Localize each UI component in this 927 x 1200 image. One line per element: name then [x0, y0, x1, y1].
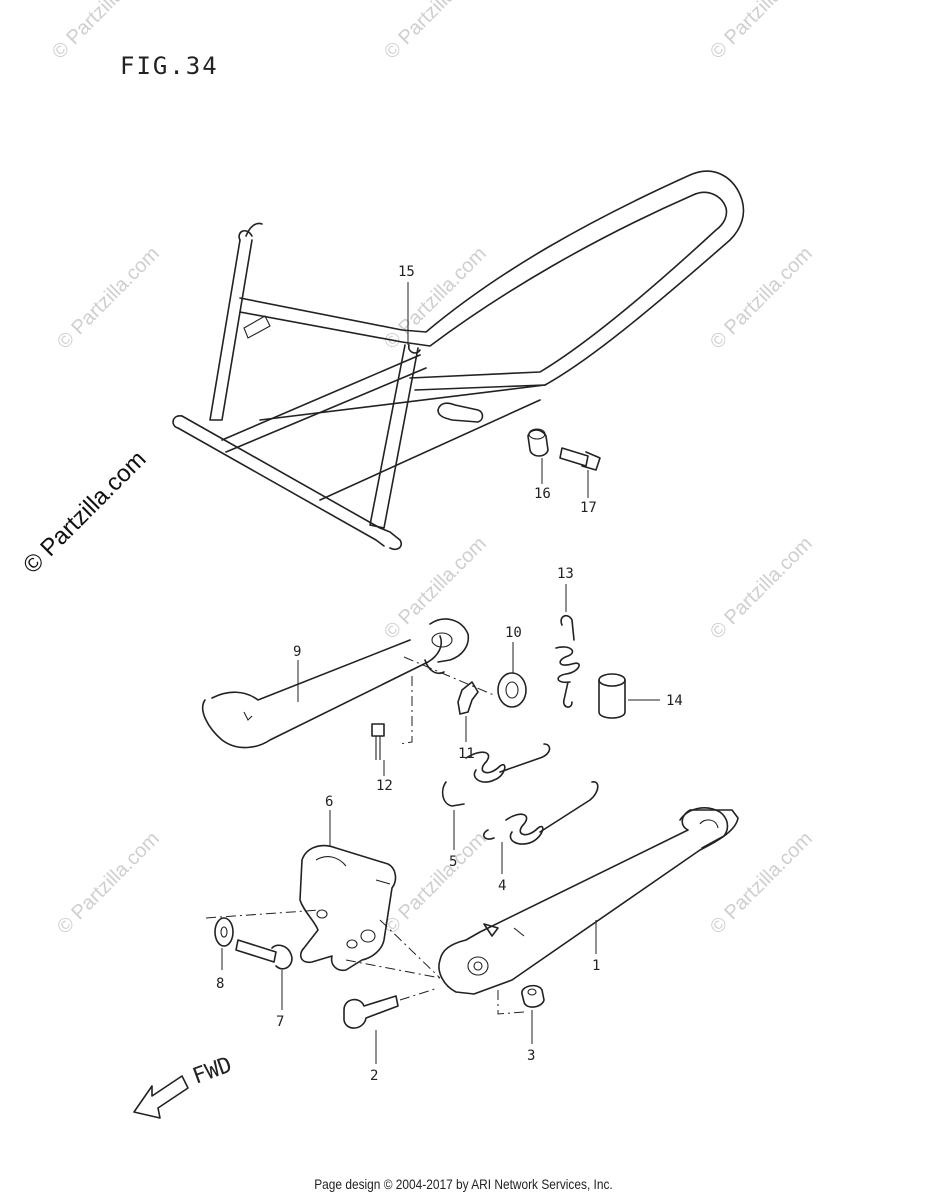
callout-11: 11: [458, 746, 475, 762]
spacer-14[interactable]: [598, 673, 626, 719]
washer-10[interactable]: [497, 672, 527, 708]
callout-7: 7: [276, 1014, 284, 1030]
stand-bracket[interactable]: [299, 844, 397, 972]
forward-direction-indicator: FWD: [133, 1053, 236, 1119]
stopper-bolt[interactable]: [559, 447, 601, 471]
figure-title: FIG.34: [120, 52, 219, 80]
spring-4[interactable]: [482, 781, 599, 845]
fwd-arrow-icon: [133, 1075, 189, 1119]
callout-8: 8: [216, 976, 224, 992]
screw-12[interactable]: [371, 723, 385, 760]
callout-1: 1: [592, 958, 600, 974]
callout-12: 12: [376, 778, 393, 794]
bolt-7[interactable]: [235, 939, 293, 970]
callout-2: 2: [370, 1068, 378, 1084]
callout-3: 3: [527, 1048, 535, 1064]
callout-13: 13: [557, 566, 574, 582]
callout-15: 15: [398, 264, 415, 280]
watermark: © Partzilla.com: [706, 533, 817, 644]
stopper-rubber[interactable]: [527, 428, 549, 457]
leader-lines: [221, 282, 660, 1064]
footer-credit: Page design © 2004-2017 by ARI Network S…: [314, 1176, 613, 1192]
watermark: © Partzilla.com: [706, 828, 817, 939]
washer-8[interactable]: [214, 917, 234, 947]
watermark: © Partzilla.com: [380, 828, 491, 939]
side-stand[interactable]: [438, 807, 739, 995]
clip-11[interactable]: [457, 681, 479, 715]
callout-labels: 15 16 17 13 10 9 14 11 12 6 5 4 1 8 7 3 …: [216, 264, 683, 1084]
callout-14: 14: [666, 693, 683, 709]
callout-6: 6: [325, 794, 333, 810]
watermark: © Partzilla.com: [380, 0, 491, 64]
spring-13[interactable]: [555, 614, 580, 708]
callout-10: 10: [505, 625, 522, 641]
fwd-label: FWD: [190, 1053, 236, 1090]
watermark: © Partzilla.com: [380, 243, 491, 354]
callout-16: 16: [534, 486, 551, 502]
callout-17: 17: [580, 500, 597, 516]
watermark: © Partzilla.com: [706, 0, 817, 64]
stand-lever[interactable]: [201, 618, 470, 749]
center-stand-frame[interactable]: [172, 170, 745, 551]
watermark: © Partzilla.com: [53, 243, 164, 354]
alignment-lines: [205, 656, 525, 1015]
nut-3[interactable]: [521, 984, 545, 1008]
watermark: © Partzilla.com: [706, 243, 817, 354]
spring-5[interactable]: [441, 743, 551, 807]
callout-4: 4: [498, 878, 506, 894]
callout-5: 5: [449, 854, 457, 870]
pivot-bolt-2[interactable]: [343, 995, 399, 1029]
watermark-layer: © Partzilla.com © Partzilla.com © Partzi…: [48, 0, 817, 939]
watermark: © Partzilla.com: [53, 828, 164, 939]
callout-9: 9: [293, 644, 301, 660]
